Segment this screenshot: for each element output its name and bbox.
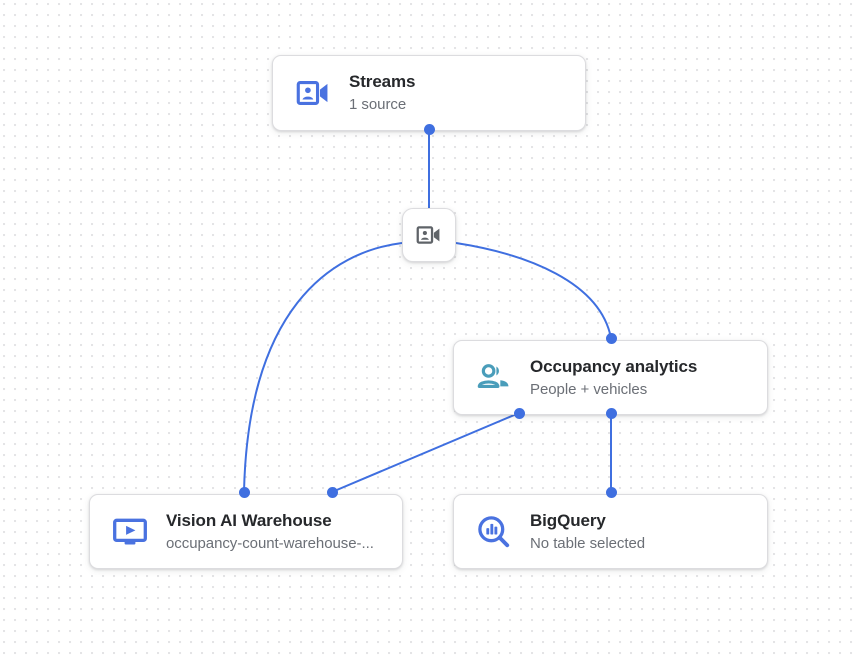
port-bigquery-input-top[interactable] xyxy=(605,486,617,498)
node-warehouse-text: Vision AI Warehouse occupancy-count-ware… xyxy=(166,510,374,554)
people-icon xyxy=(472,356,516,400)
port-streams-output[interactable] xyxy=(423,123,435,135)
node-occupancy-title: Occupancy analytics xyxy=(530,356,698,376)
edge-relay-to-occupancy xyxy=(455,242,612,339)
node-vision-ai-warehouse[interactable]: Vision AI Warehouse occupancy-count-ware… xyxy=(89,494,403,569)
node-bigquery-title: BigQuery xyxy=(530,510,606,530)
node-bigquery-text: BigQuery No table selected xyxy=(530,510,645,554)
node-streams-text: Streams 1 source xyxy=(349,71,415,115)
node-streams-title: Streams xyxy=(349,72,416,91)
port-occupancy-output-bottom[interactable] xyxy=(605,407,617,419)
node-streams-subtitle: 1 source xyxy=(349,96,407,113)
port-warehouse-input-right[interactable] xyxy=(326,486,338,498)
node-occupancy-subtitle: People + vehicles xyxy=(530,380,648,398)
node-bigquery-subtitle: No table selected xyxy=(530,534,646,552)
video-camera-icon xyxy=(291,71,335,115)
node-bigquery[interactable]: BigQuery No table selected xyxy=(453,494,768,569)
node-warehouse-title: Vision AI Warehouse xyxy=(166,510,332,530)
bigquery-search-icon xyxy=(472,510,516,554)
edge-relay-to-warehouse xyxy=(243,242,403,493)
edge-occupancy-to-warehouse xyxy=(331,412,520,493)
media-warehouse-icon xyxy=(108,510,152,554)
node-warehouse-subtitle: occupancy-count-warehouse-... xyxy=(166,534,374,552)
node-streams[interactable]: Streams 1 source xyxy=(272,55,586,131)
port-occupancy-output-left[interactable] xyxy=(513,407,525,419)
node-camera-relay[interactable] xyxy=(402,208,456,262)
node-occupancy-text: Occupancy analytics People + vehicles xyxy=(530,356,697,400)
video-camera-icon xyxy=(414,220,444,250)
port-occupancy-input-top[interactable] xyxy=(605,332,617,344)
node-occupancy-analytics[interactable]: Occupancy analytics People + vehicles xyxy=(453,340,768,415)
port-warehouse-input-left[interactable] xyxy=(238,486,250,498)
